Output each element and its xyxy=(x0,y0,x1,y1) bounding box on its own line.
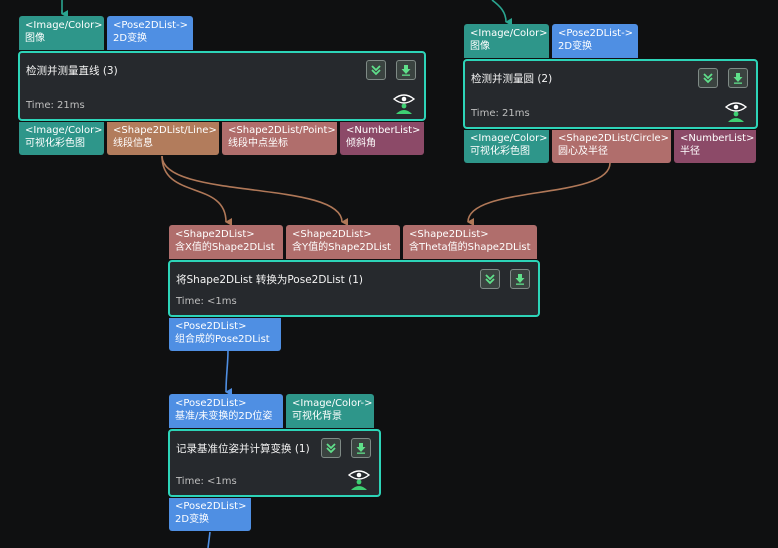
node-title: 将Shape2DList 转换为Pose2DList (1) xyxy=(176,274,363,286)
wire-record-out xyxy=(207,531,211,548)
collapse-button[interactable] xyxy=(698,68,718,88)
double-chevron-down-icon xyxy=(371,65,381,76)
download-arrow-icon xyxy=(401,65,411,76)
port-label: 组合成的Pose2DList xyxy=(175,333,270,345)
port-label: 可视化彩色图 xyxy=(470,145,530,157)
eye-person-icon[interactable] xyxy=(724,102,748,122)
port-label: 基准/未变换的2D位姿 xyxy=(175,410,273,422)
node-shape-to-pose[interactable]: 将Shape2DList 转换为Pose2DList (1) Time: <1m… xyxy=(168,260,540,317)
convert-input-port-theta[interactable]: <Shape2DList> 含Theta值的Shape2DList xyxy=(403,225,537,259)
wire-convert-to-record xyxy=(225,349,233,397)
port-type: <Image/Color> xyxy=(25,20,103,31)
port-type: <Image/Color-> xyxy=(292,398,373,409)
port-type: <Shape2DList> xyxy=(292,229,372,240)
port-type: <Image/Color> xyxy=(25,125,103,136)
run-button[interactable] xyxy=(396,60,416,80)
collapse-button[interactable] xyxy=(366,60,386,80)
port-type: <Image/Color> xyxy=(470,133,548,144)
port-type: <Pose2DList> xyxy=(175,321,247,332)
double-chevron-down-icon xyxy=(485,274,495,285)
port-label: 可视化彩色图 xyxy=(25,137,85,149)
node-time: Time: 21ms xyxy=(26,100,85,111)
run-button[interactable] xyxy=(510,269,530,289)
run-button[interactable] xyxy=(351,438,371,458)
port-label: 倾斜角 xyxy=(346,137,376,149)
record-output-port-2d-transform[interactable]: <Pose2DList> 2D变换 xyxy=(169,498,251,531)
wire-line-to-y xyxy=(161,155,349,226)
circle-input-port-2d-transform[interactable]: <Pose2DList-> 2D变换 xyxy=(552,24,638,58)
convert-input-port-y[interactable]: <Shape2DList> 含Y值的Shape2DList xyxy=(286,225,400,259)
node-time: Time: <1ms xyxy=(176,296,237,307)
line-output-port-angle[interactable]: <NumberList> 倾斜角 xyxy=(340,122,424,155)
port-type: <Shape2DList/Line> xyxy=(113,125,217,136)
port-label: 可视化背景 xyxy=(292,410,342,422)
port-label: 2D变换 xyxy=(175,513,210,525)
port-type: <Image/Color> xyxy=(470,28,548,39)
node-detect-line[interactable]: 检测并测量直线 (3) Time: 21ms xyxy=(18,51,426,121)
run-button[interactable] xyxy=(728,68,748,88)
collapse-button[interactable] xyxy=(321,438,341,458)
node-title: 记录基准位姿并计算变换 (1) xyxy=(176,443,310,455)
port-label: 2D变换 xyxy=(113,32,148,44)
convert-input-port-x[interactable]: <Shape2DList> 含X值的Shape2DList xyxy=(169,225,283,259)
port-type: <NumberList> xyxy=(680,133,755,144)
line-output-port-midpoint[interactable]: <Shape2DList/Point> 线段中点坐标 xyxy=(222,122,337,155)
wire-line-to-x xyxy=(161,155,233,226)
node-time: Time: 21ms xyxy=(471,108,530,119)
download-arrow-icon xyxy=(515,274,525,285)
eye-person-icon[interactable] xyxy=(347,470,371,490)
line-output-port-visual-image[interactable]: <Image/Color> 可视化彩色图 xyxy=(19,122,104,155)
port-type: <Pose2DList-> xyxy=(558,28,634,39)
wire-circle-image-in xyxy=(491,0,513,26)
download-arrow-icon xyxy=(356,443,366,454)
double-chevron-down-icon xyxy=(703,73,713,84)
port-label: 圆心及半径 xyxy=(558,145,608,157)
port-type: <Shape2DList> xyxy=(409,229,489,240)
collapse-button[interactable] xyxy=(480,269,500,289)
port-type: <Shape2DList> xyxy=(175,229,255,240)
circle-output-port-visual-image[interactable]: <Image/Color> 可视化彩色图 xyxy=(464,130,549,163)
port-type: <Shape2DList/Point> xyxy=(228,125,336,136)
port-label: 图像 xyxy=(25,32,45,44)
node-time: Time: <1ms xyxy=(176,476,237,487)
line-input-port-image[interactable]: <Image/Color> 图像 xyxy=(19,16,104,50)
port-type: <Pose2DList-> xyxy=(113,20,189,31)
port-type: <Pose2DList> xyxy=(175,398,247,409)
node-detect-circle[interactable]: 检测并测量圆 (2) Time: 21ms xyxy=(463,59,758,129)
port-label: 线段信息 xyxy=(113,137,153,149)
line-output-port-line-info[interactable]: <Shape2DList/Line> 线段信息 xyxy=(107,122,219,155)
port-label: 含X值的Shape2DList xyxy=(175,241,275,253)
double-chevron-down-icon xyxy=(326,443,336,454)
port-label: 半径 xyxy=(680,145,700,157)
node-title: 检测并测量直线 (3) xyxy=(26,65,118,77)
download-arrow-icon xyxy=(733,73,743,84)
node-record-reference-pose[interactable]: 记录基准位姿并计算变换 (1) Time: <1ms xyxy=(168,429,381,497)
port-label: 2D变换 xyxy=(558,40,593,52)
node-title: 检测并测量圆 (2) xyxy=(471,73,553,85)
record-input-port-visual-background[interactable]: <Image/Color-> 可视化背景 xyxy=(286,394,374,428)
convert-output-port-pose2dlist[interactable]: <Pose2DList> 组合成的Pose2DList xyxy=(169,318,281,351)
line-input-port-2d-transform[interactable]: <Pose2DList-> 2D变换 xyxy=(107,16,193,50)
circle-input-port-image[interactable]: <Image/Color> 图像 xyxy=(464,24,549,58)
port-label: 含Theta值的Shape2DList xyxy=(409,241,531,253)
port-type: <Shape2DList/Circle> xyxy=(558,133,670,144)
port-type: <NumberList> xyxy=(346,125,421,136)
wire-circle-to-theta xyxy=(467,162,611,227)
port-label: 含Y值的Shape2DList xyxy=(292,241,391,253)
circle-output-port-radius[interactable]: <NumberList> 半径 xyxy=(674,130,756,163)
eye-person-icon[interactable] xyxy=(392,94,416,114)
record-input-port-reference-pose[interactable]: <Pose2DList> 基准/未变换的2D位姿 xyxy=(169,394,283,428)
port-type: <Pose2DList> xyxy=(175,501,247,512)
circle-output-port-center-radius[interactable]: <Shape2DList/Circle> 圆心及半径 xyxy=(552,130,671,163)
port-label: 线段中点坐标 xyxy=(228,137,288,149)
port-label: 图像 xyxy=(470,40,490,52)
